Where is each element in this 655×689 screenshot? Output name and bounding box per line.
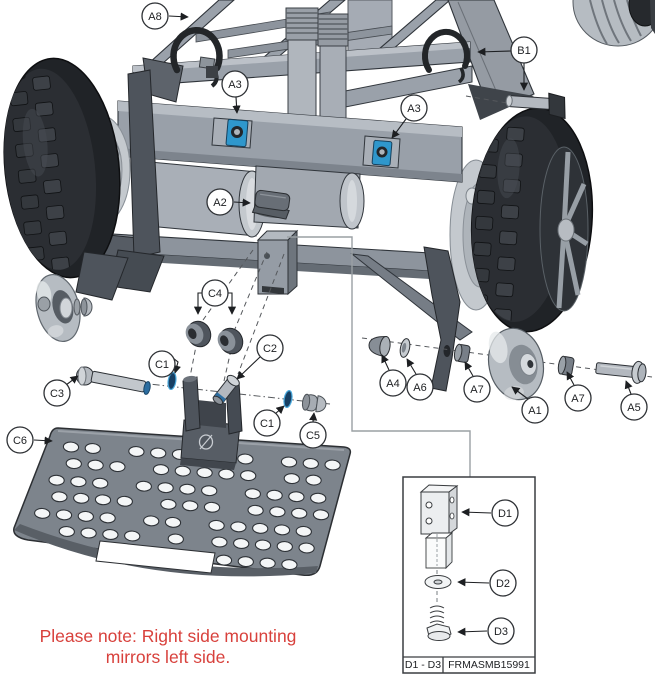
svg-text:C1: C1 [155, 359, 169, 371]
mounting-note: Please note: Right side mounting mirrors… [40, 626, 297, 667]
washer-a6 [399, 338, 411, 358]
acorn-nut-a4 [368, 335, 391, 357]
bushing-c4-left [185, 320, 212, 348]
svg-text:C5: C5 [306, 430, 320, 442]
washer-c1-right [283, 390, 293, 408]
callout-a8: A8 [141, 2, 169, 30]
callout-c3: C3 [43, 379, 71, 407]
callout-d3: D3 [487, 617, 515, 645]
bolt-a5 [595, 360, 647, 384]
spacer-a7-right [557, 355, 575, 376]
svg-text:A3: A3 [228, 79, 241, 91]
callout-c4: C4 [201, 279, 229, 307]
svg-text:A5: A5 [627, 402, 640, 414]
callout-c2: C2 [256, 334, 284, 362]
svg-text:C6: C6 [13, 435, 27, 447]
svg-text:A7: A7 [470, 384, 483, 396]
callout-c1-left: C1 [148, 350, 176, 378]
callout-a2: A2 [206, 188, 234, 216]
callout-a7-right: A7 [564, 384, 592, 412]
clevis-pin-c2 [212, 374, 240, 405]
callout-a7-left: A7 [463, 375, 491, 403]
bolt-d3 [426, 605, 452, 641]
left-drive-wheel [3, 57, 165, 293]
right-hook [421, 28, 470, 73]
hitch-receiver-tube [256, 229, 299, 296]
inset-part-number: FRMASMB15991 [448, 659, 530, 671]
spacer-a7-left [453, 343, 471, 363]
left-hook [170, 26, 223, 74]
callout-a3-left: A3 [221, 70, 249, 98]
battery-hooks [142, 26, 470, 103]
battery-pad [251, 189, 291, 220]
anti-tip-bracket [423, 246, 461, 392]
svg-text:D1: D1 [498, 508, 512, 520]
bolt-c3 [76, 366, 151, 395]
svg-text:A3: A3 [407, 103, 420, 115]
callout-c6: C6 [6, 426, 34, 454]
lower-frame [79, 229, 473, 392]
svg-text:C4: C4 [208, 288, 222, 300]
footplate-mount-exploded-parts [76, 249, 331, 470]
svg-text:A1: A1 [528, 405, 541, 417]
anti-tip-exploded-parts [361, 327, 653, 401]
callout-a1: A1 [521, 396, 549, 424]
svg-text:A6: A6 [413, 382, 426, 394]
callout-a3-right: A3 [400, 94, 428, 122]
washer-d2 [424, 575, 452, 589]
callout-d2: D2 [489, 569, 517, 597]
svg-text:A7: A7 [571, 393, 584, 405]
note-line-2: mirrors left side. [106, 647, 230, 667]
acorn-nut-c5 [301, 393, 327, 413]
svg-text:B1: B1 [517, 45, 530, 57]
callout-a4: A4 [379, 369, 407, 397]
callout-a5: A5 [620, 393, 648, 421]
right-drive-wheel [449, 107, 594, 333]
b1-pin [465, 92, 566, 120]
svg-text:C2: C2 [263, 343, 277, 355]
transaxle-beam [117, 100, 463, 183]
inset-range-label: D1 - D3 [405, 659, 441, 671]
callout-b1: B1 [510, 36, 538, 64]
inset-leader-line [287, 236, 471, 477]
callout-c1-right: C1 [253, 409, 281, 437]
footplate-clevis-bracket [180, 375, 243, 470]
bushing-c4-right [217, 327, 244, 355]
left-caster-wheel [35, 251, 129, 342]
svg-text:D3: D3 [494, 626, 508, 638]
footplate-notch [95, 540, 216, 574]
callout-c5: C5 [299, 421, 327, 449]
callout-a6: A6 [406, 373, 434, 401]
svg-text:D2: D2 [496, 578, 510, 590]
svg-text:C1: C1 [260, 418, 274, 430]
hitch-adapter-d1 [419, 484, 459, 570]
svg-text:C3: C3 [50, 388, 64, 400]
callouts: A8 B1 A3 A3 A2 C4 C2 C1 C3 C1 C5 C6 A4 A… [6, 2, 648, 645]
callout-d1: D1 [491, 499, 519, 527]
svg-text:A8: A8 [148, 11, 161, 23]
anti-tip-roller-a1 [487, 327, 545, 401]
svg-text:A4: A4 [386, 378, 399, 390]
svg-text:A2: A2 [213, 197, 226, 209]
front-caster-wheel [572, 0, 655, 47]
note-line-1: Please note: Right side mounting [40, 626, 297, 646]
